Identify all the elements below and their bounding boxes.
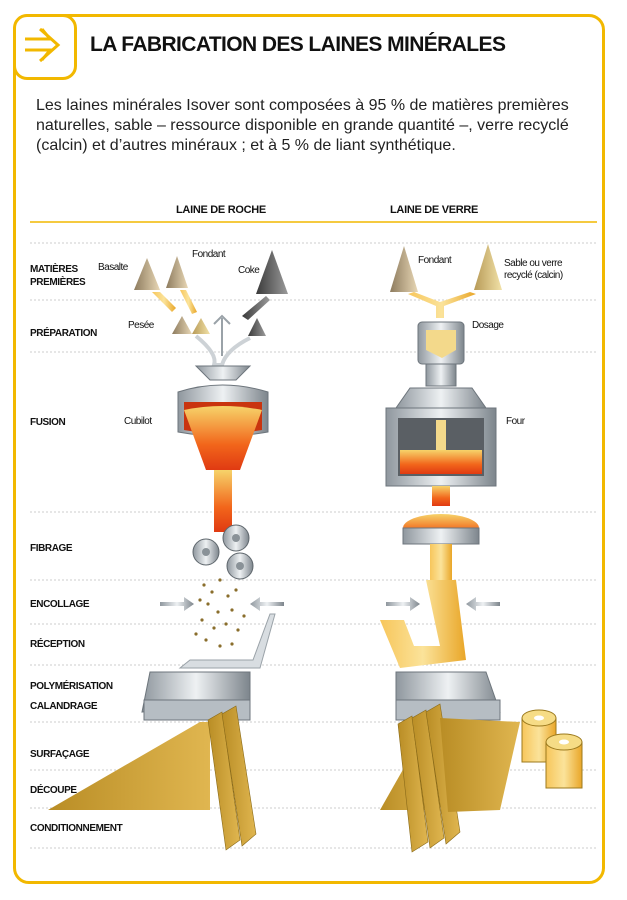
stage-preparation: PRÉPARATION	[30, 328, 97, 339]
arrow-right-icon	[25, 27, 61, 63]
stage-surfacing: SURFAÇAGE	[30, 749, 90, 760]
stage-cutting: DÉCOUPE	[30, 785, 77, 796]
column-heading-rock: LAINE DE ROCHE	[176, 204, 266, 216]
stage-reception: RÉCEPTION	[30, 639, 85, 650]
label-pesee: Pesée	[128, 320, 154, 331]
intro-text: Les laines minérales Isover sont composé…	[36, 97, 569, 154]
stage-binder: ENCOLLAGE	[30, 599, 90, 610]
stage-fibering: FIBRAGE	[30, 543, 73, 554]
label-dosage: Dosage	[472, 320, 504, 331]
fibre-spray	[194, 578, 246, 648]
arrow-badge	[13, 14, 77, 80]
fondant-cone-glass	[390, 246, 418, 292]
glass-wool-line	[380, 244, 583, 853]
basalte-cone	[134, 258, 160, 290]
sable-cone	[474, 244, 502, 290]
label-basalte: Basalte	[98, 262, 128, 273]
stage-calendering: CALANDRAGE	[30, 701, 98, 712]
label-four: Four	[506, 416, 525, 427]
stage-fusion: FUSION	[30, 417, 66, 428]
rock-wool-line	[48, 250, 288, 851]
coke-cone	[256, 250, 288, 294]
stage-packaging: CONDITIONNEMENT	[30, 823, 123, 834]
page-title: LA FABRICATION DES LAINES MINÉRALES	[90, 33, 506, 56]
stage-polymerisation: POLYMÉRISATION	[30, 681, 113, 692]
stage-raw-materials: MATIÈRES PREMIÈRES	[30, 264, 86, 288]
label-fondant-glass: Fondant	[418, 255, 452, 266]
label-sable: Sable ou verre recyclé (calcin)	[504, 258, 563, 281]
label-coke: Coke	[238, 265, 260, 276]
column-heading-glass: LAINE DE VERRE	[390, 204, 479, 216]
fondant-cone-rock	[166, 256, 188, 288]
label-cubilot: Cubilot	[124, 416, 152, 427]
label-fondant-rock: Fondant	[192, 249, 226, 260]
